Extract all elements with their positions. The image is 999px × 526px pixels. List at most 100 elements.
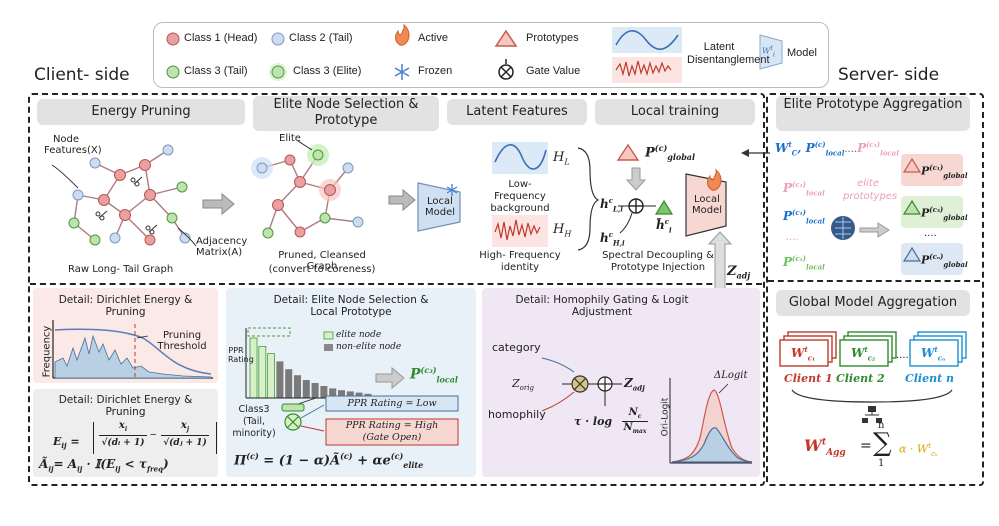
legend-model-symbol: Wti: [762, 44, 776, 59]
elite-aggregation-header: Elite Prototype Aggregation: [776, 96, 970, 131]
global-aggregation-header: Global Model Aggregation: [776, 290, 970, 316]
adjacency-pointer: [177, 227, 197, 247]
global-proto-1-label: P(c₁)global: [921, 163, 968, 180]
latent-brace: [577, 147, 600, 251]
client-n-label: Client n: [905, 372, 955, 385]
non-elite-bar: [276, 361, 284, 398]
xi-denominator: √(dᵢ + 1): [101, 438, 145, 448]
class1-node-icon: [166, 32, 180, 46]
homophily-gating-diagram: [541, 357, 753, 464]
delta-logit-label: ΔLogit: [714, 370, 748, 381]
h-l-i-label: hcL,i: [600, 196, 624, 214]
high-rating-label: PPR Rating = High(Gate Open): [345, 420, 439, 443]
legend-active: Active: [418, 32, 448, 44]
hierarchy-icon: [862, 406, 882, 423]
legend-model: Model: [787, 47, 817, 59]
nc-label: Nc: [628, 407, 642, 420]
prototype-down-arrow: [625, 167, 647, 191]
detail3-title: Detail: Elite Node Selection &Local Prot…: [273, 294, 429, 318]
client-side-label: Client- side: [34, 65, 130, 85]
eij-lhs: Eij =: [53, 435, 80, 451]
non-elite-bar: [285, 369, 293, 398]
legend-frozen: Frozen: [418, 65, 453, 77]
class3-label: Class3(Tail,minority): [232, 404, 276, 439]
class3-elite-node-icon: [271, 65, 285, 79]
xj-denominator: √(dⱼ + 1): [163, 438, 207, 448]
elite-bar: [267, 353, 275, 399]
adjusted-logit-curve: [671, 389, 753, 463]
client-frame: [28, 93, 765, 486]
latent-features-header: Latent Features: [447, 99, 587, 125]
model-icon: [759, 34, 783, 70]
class3-node-icon: [166, 65, 180, 79]
non-elite-bar: [338, 390, 345, 398]
detail1-ylabel: Frequency: [41, 325, 53, 378]
elite-bar: [249, 337, 258, 399]
fire-icon: [395, 23, 410, 46]
pi-formula: Π(c) = (1 − α)Ã(c) + αe(c)elite: [234, 451, 424, 470]
prototype-triangle-icon: [494, 29, 518, 47]
elite-bar: [258, 346, 267, 399]
energy-histogram: [52, 320, 213, 379]
tau-frac-line: [622, 421, 648, 422]
raw-graph-nodes: [68, 144, 191, 246]
client-2-label: Client 2: [836, 372, 885, 385]
z-adj-detail-label: Zadj: [624, 376, 645, 393]
node-features-pointer: [51, 164, 79, 189]
client-1-model: Wtc₁: [791, 345, 816, 363]
local-proto-1: P(c₁)local: [783, 180, 825, 198]
non-elite-bar: [302, 380, 310, 398]
ori-logit-label: Ori-Logit: [660, 397, 671, 437]
sum-term: α · Wtcₖ: [899, 442, 938, 458]
client-2-model: Wtc₂: [851, 345, 876, 363]
xj-numerator: xj: [180, 420, 190, 433]
low-frequency-box: [492, 142, 548, 174]
non-elite-bar: [346, 391, 354, 398]
pruned-graph-label: Pruned, Cleansed Graph: [278, 250, 366, 272]
legend-box: Class 1 (Head) Class 2 (Tail) Class 3 (T…: [153, 22, 829, 88]
local-proto-dots: ....: [786, 232, 799, 243]
client-model-stack-2: [839, 331, 897, 367]
client-model-stack-n: [909, 331, 967, 367]
tau-log-label: τ · log: [574, 415, 613, 428]
elite-legend-swatch: [323, 331, 334, 340]
class2-node-icon: [271, 32, 285, 46]
z-adj-label: Zadj: [727, 264, 751, 281]
legend-class3: Class 3 (Tail): [184, 65, 248, 77]
non-elite-bar: [320, 386, 328, 398]
p-local-c3: P(c₃)local: [410, 365, 458, 385]
detail-energy-formula-panel: Detail: Dirichlet Energy &Pruning Eij = …: [33, 389, 218, 477]
frozen-local-model: [417, 182, 461, 232]
low-rating-box: [325, 395, 459, 412]
sum-upper: n: [878, 420, 885, 431]
high-rating-box: [325, 418, 459, 446]
nmax-label: Nmax: [623, 422, 647, 435]
global-proto-box-2: [901, 196, 963, 228]
elite-selection-header: Elite Node Selection & Prototype: [253, 96, 439, 131]
arrow-to-local-model: [388, 188, 416, 212]
h-h-i-label: hcH,i: [600, 230, 625, 248]
elite-node-legend: elite node: [336, 330, 382, 340]
minus-sign: −: [150, 429, 157, 441]
xi-frac-line: [99, 435, 147, 436]
scissors-icons: [95, 176, 158, 235]
detail2-title: Detail: Dirichlet Energy &Pruning: [58, 394, 193, 418]
client-divider: [30, 283, 762, 285]
legend-gate-value: Gate Value: [526, 65, 581, 77]
ppr-bar-chart: [245, 327, 459, 446]
global-proto-tri-2: [902, 199, 922, 215]
coreness-label: (convert to coreness): [268, 264, 376, 275]
non-elite-bar: [329, 388, 337, 398]
server-frame: [766, 93, 984, 486]
adjacency-formula: Ãij= Aij · 𝕀(Eij < τfreq): [39, 457, 169, 474]
global-prototype-triangle: [616, 143, 640, 161]
h-tilde-label: h̃ci: [656, 217, 672, 235]
detail-dirichlet-energy-panel: Detail: Dirichlet Energy &Pruning Freque…: [33, 288, 218, 383]
aggregation-brain-icon: [831, 216, 855, 240]
